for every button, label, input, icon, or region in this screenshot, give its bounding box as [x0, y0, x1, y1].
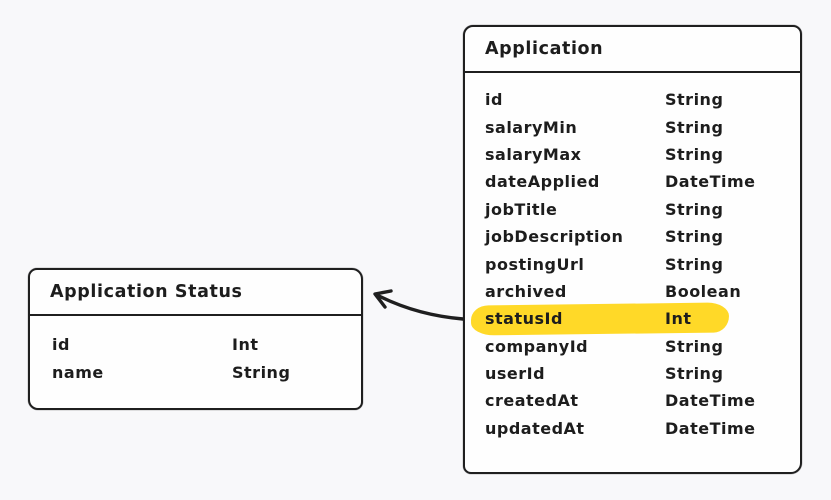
entity-application-status: Application Status id Int name String	[28, 268, 363, 410]
field-type: String	[665, 336, 724, 356]
entity-application-fields: id String salaryMin String salaryMax Str…	[465, 73, 800, 442]
field-name: jobDescription	[485, 227, 624, 247]
field-name: name	[52, 362, 104, 382]
field-name: updatedAt	[485, 418, 585, 438]
field-type: DateTime	[665, 391, 756, 411]
field-name: salaryMax	[485, 144, 582, 164]
field-type: String	[665, 199, 724, 219]
entity-application-status-title: Application Status	[30, 270, 361, 316]
field-name: postingUrl	[485, 254, 585, 274]
field-row-updatedat: updatedAt DateTime	[465, 415, 800, 442]
field-name: dateApplied	[485, 172, 600, 192]
field-row-salarymin: salaryMin String	[465, 113, 800, 140]
field-type: Int	[232, 335, 259, 355]
field-row-salarymax: salaryMax String	[465, 141, 800, 168]
field-type: String	[232, 362, 291, 382]
field-row-userid: userId String	[465, 360, 800, 387]
field-type: String	[665, 117, 724, 137]
field-type: String	[665, 254, 724, 274]
field-name: jobTitle	[485, 199, 558, 219]
field-type: Boolean	[665, 281, 742, 301]
field-name: statusId	[485, 309, 563, 329]
field-type: Int	[665, 309, 692, 329]
field-row-statusid: statusId Int	[465, 302, 800, 336]
entity-application-title: Application	[465, 27, 800, 73]
field-name: archived	[485, 281, 567, 301]
field-row-name: name String	[30, 358, 361, 385]
field-name: id	[52, 335, 70, 355]
field-name: createdAt	[485, 391, 579, 411]
field-name: salaryMin	[485, 117, 578, 137]
field-type: String	[665, 227, 724, 247]
field-row-archived: archived Boolean	[465, 278, 800, 305]
field-type: String	[665, 364, 724, 384]
entity-application: Application id String salaryMin String s…	[463, 25, 802, 474]
field-row-companyid: companyId String	[465, 333, 800, 360]
field-type: String	[665, 90, 724, 110]
field-type: String	[665, 144, 724, 164]
relation-arrow	[373, 289, 465, 321]
field-row-jobtitle: jobTitle String	[465, 196, 800, 223]
entity-application-status-fields: id Int name String	[30, 316, 361, 386]
field-row-postingurl: postingUrl String	[465, 250, 800, 277]
field-row-id: id Int	[30, 331, 361, 358]
field-name: userId	[485, 364, 546, 384]
field-row-createdat: createdAt DateTime	[465, 387, 800, 414]
field-type: DateTime	[665, 418, 756, 438]
field-name: companyId	[485, 336, 589, 356]
field-name: id	[485, 90, 503, 110]
field-type: DateTime	[665, 172, 756, 192]
field-row-id: id String	[465, 86, 800, 113]
field-row-jobdescription: jobDescription String	[465, 223, 800, 250]
field-row-dateapplied: dateApplied DateTime	[465, 168, 800, 195]
